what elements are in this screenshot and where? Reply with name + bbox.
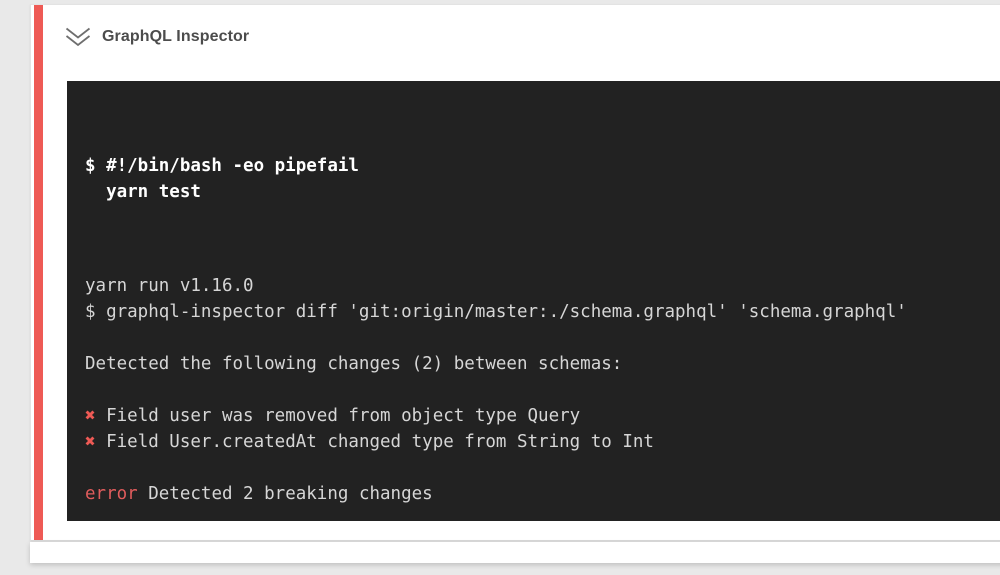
terminal-line: Detected the following changes (2) betwe… <box>85 354 623 374</box>
terminal-line <box>85 325 1000 351</box>
step-header-toggle[interactable]: GraphQL Inspector <box>65 23 249 51</box>
terminal-line <box>85 377 1000 403</box>
terminal-command-block: $ #!/bin/bash -eo pipefail yarn test <box>85 153 1000 205</box>
terminal-line <box>85 455 1000 481</box>
failure-accent-bar <box>34 5 43 540</box>
terminal-line: $ #!/bin/bash -eo pipefail <box>85 156 359 176</box>
next-section-card <box>30 542 1000 563</box>
terminal-output: $ #!/bin/bash -eo pipefail yarn test yar… <box>67 81 1000 521</box>
step-title: GraphQL Inspector <box>102 28 250 45</box>
terminal-line: $ graphql-inspector diff 'git:origin/mas… <box>85 302 907 322</box>
chevron-double-down-icon <box>65 27 91 48</box>
build-step-card: GraphQL Inspector $ #!/bin/bash -eo pipe… <box>30 4 1000 541</box>
terminal-line: ✖ Field user was removed from object typ… <box>85 406 581 426</box>
terminal-line: yarn run v1.16.0 <box>85 276 254 296</box>
terminal-line: ✖ Field User.createdAt changed type from… <box>85 432 654 452</box>
terminal-line: error Detected 2 breaking changes <box>85 484 433 504</box>
terminal-line: yarn test <box>85 182 201 202</box>
terminal-line <box>85 507 1000 521</box>
terminal-log-block: yarn run v1.16.0 $ graphql-inspector diff… <box>85 273 1000 521</box>
